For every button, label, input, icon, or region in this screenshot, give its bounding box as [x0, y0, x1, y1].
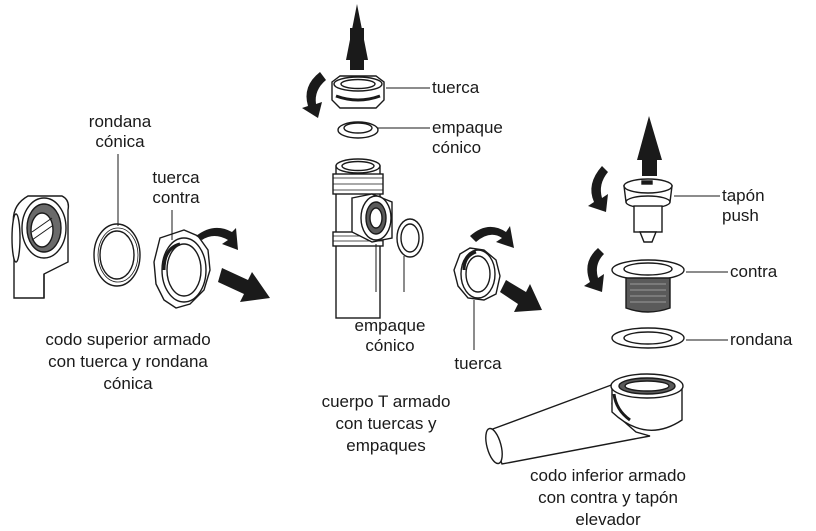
label-rondana-conica-line1: rondana — [88, 112, 152, 131]
leader-lines — [117, 87, 728, 350]
label-tuerca-bottom: tuerca — [454, 354, 502, 373]
caption-cuerpo-t-line1: cuerpo T armado — [321, 392, 451, 411]
rotate-arrow-icon — [470, 226, 514, 248]
empaque-conico-top-part — [337, 121, 379, 139]
caption-codo-superior-line2: con tuerca y rondana — [48, 352, 208, 371]
cuerpo-t-part — [332, 158, 393, 319]
codo-inferior-part — [485, 373, 684, 465]
label-tuerca-top: tuerca — [432, 78, 480, 97]
rotate-arrow-icon — [588, 166, 608, 212]
label-tuerca-contra-line2: contra — [152, 188, 200, 207]
direction-arrow-icon — [218, 268, 270, 302]
caption-codo-superior-line3: cónica — [103, 374, 153, 393]
rotate-arrow-icon — [302, 72, 326, 118]
label-rondana-conica-line2: cónica — [95, 132, 145, 151]
caption-codo-inferior-line2: con contra y tapón — [538, 488, 678, 507]
label-empaque-bottom-line1: empaque — [354, 316, 426, 335]
label-tapon-push-line2: push — [722, 206, 759, 225]
rondana-part — [611, 327, 685, 349]
tuerca-top-part — [331, 75, 385, 109]
label-tuerca-contra-line1: tuerca — [152, 168, 200, 187]
direction-arrow-icon — [500, 280, 542, 312]
rotate-arrow-icon — [196, 227, 238, 250]
caption-codo-inferior-line1: codo inferior armado — [530, 466, 686, 485]
caption-codo-inferior-line3: elevador — [575, 510, 641, 529]
codo-superior-part — [11, 195, 70, 299]
label-empaque-top-line1: empaque — [432, 118, 503, 137]
label-empaque-top-line2: cónico — [432, 138, 482, 157]
up-arrow-icon — [637, 116, 662, 176]
tuerca-side-part — [453, 247, 501, 301]
caption-cuerpo-t-line3: empaques — [346, 436, 426, 455]
label-contra: contra — [730, 262, 778, 281]
rondana-conica-part — [93, 223, 141, 287]
caption-codo-superior-line1: codo superior armado — [45, 330, 211, 349]
tuerca-contra-part — [153, 229, 211, 309]
label-empaque-bottom-line2: cónico — [365, 336, 415, 355]
tapon-push-part — [623, 178, 673, 243]
empaque-conico-side-part — [396, 218, 424, 258]
contra-part — [611, 259, 685, 313]
label-rondana: rondana — [730, 330, 793, 349]
label-tapon-push-line1: tapón — [722, 186, 765, 205]
caption-cuerpo-t-line2: con tuercas y — [335, 414, 437, 433]
rotate-arrow-icon — [584, 248, 604, 292]
